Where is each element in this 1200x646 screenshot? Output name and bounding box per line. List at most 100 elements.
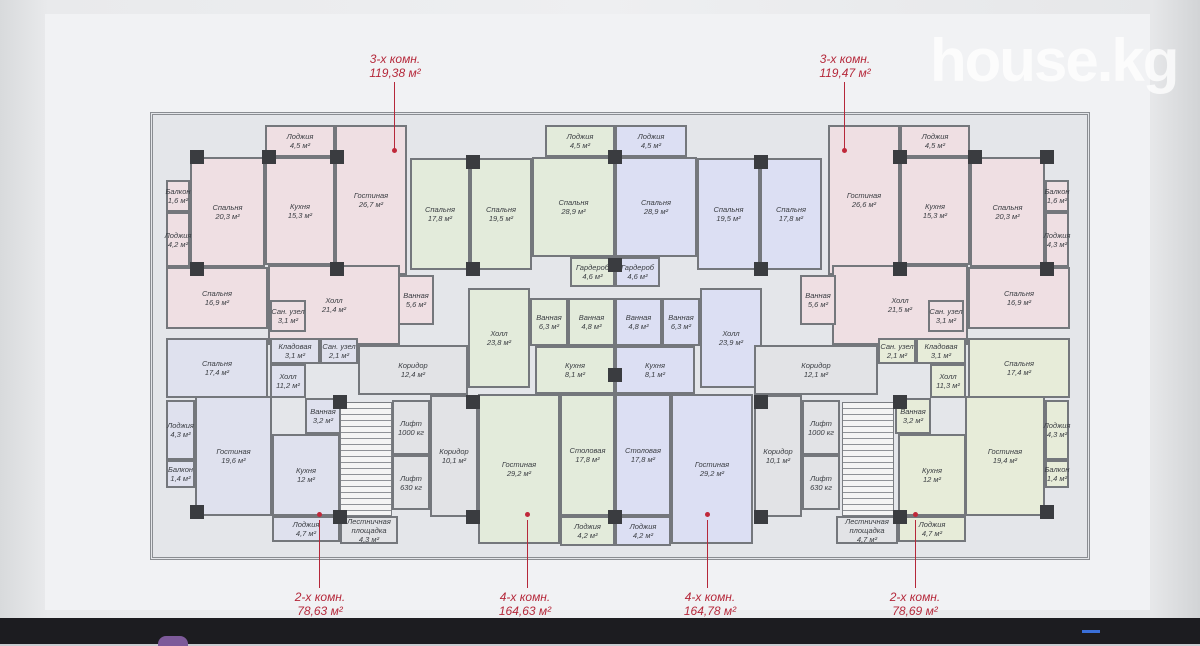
room-area: 3,2 м² (312, 416, 334, 425)
room-name: Холл (490, 329, 508, 338)
room-area: 1,6 м² (1046, 196, 1068, 205)
room-area: 4,7 м² (295, 529, 317, 538)
staircase (842, 402, 894, 516)
room-name: Сан. узел (929, 307, 963, 316)
room-name: Коридор (439, 447, 469, 456)
room-name: Спальня (558, 198, 589, 207)
apartment-caption-4room-left: 4-х комн. 164,63 м² (465, 590, 585, 618)
room-area: 3,2 м² (902, 416, 924, 425)
entry-marker (525, 512, 530, 517)
column (608, 150, 622, 164)
room-name: Лоджия (637, 132, 665, 141)
room-area: 15,3 м² (922, 211, 948, 220)
room-name: Кухня (922, 466, 942, 475)
room-area: 21,5 м² (887, 305, 913, 314)
column (330, 150, 344, 164)
caption-type: 3-х комн. (369, 52, 421, 66)
column (608, 368, 622, 382)
column (466, 262, 480, 276)
room-area: 3,1 м² (284, 351, 306, 360)
room-area: 4,5 м² (289, 141, 311, 150)
apartment-caption-3room-left: 3-х комн. 119,38 м² (335, 52, 455, 80)
room-name: Кладовая (278, 342, 312, 351)
room-name: Лифт (400, 473, 422, 483)
entry-marker (913, 512, 918, 517)
room-name: Спальня (641, 198, 671, 207)
room-area: 19,5 м² (716, 214, 741, 223)
room-name: Кладовая (924, 342, 958, 351)
room-name: Сан. узел (322, 342, 356, 351)
room-area: 10,1 м² (765, 456, 791, 465)
room-area: 4,8 м² (581, 322, 602, 331)
room-area: 26,7 м² (358, 200, 384, 209)
room-name: Спальня (202, 359, 232, 368)
room-area: 26,6 м² (851, 200, 877, 209)
caption-type: 2-х комн. (294, 590, 346, 604)
room-area: 4,7 м² (921, 529, 943, 538)
column (893, 150, 907, 164)
column (333, 395, 347, 409)
column (190, 150, 204, 164)
apartment-caption-2room-right: 2-х комн. 78,69 м² (855, 590, 975, 618)
leader-line (319, 520, 320, 588)
room-name: Балкон (167, 465, 194, 474)
room-name: Балкон (165, 187, 191, 196)
caption-area: 164,63 м² (498, 604, 552, 618)
caption-type: 4-х комн. (499, 590, 551, 604)
column (333, 510, 347, 524)
room-area: 4,3 м² (1046, 430, 1068, 439)
room-name: Гардероб (620, 263, 655, 272)
room-name: Лоджия (164, 230, 192, 240)
monitor-bezel (0, 618, 1200, 644)
room-name: Лоджия (167, 421, 194, 430)
room-area: 4,5 м² (569, 141, 591, 150)
room-name: Балкон (1044, 187, 1070, 196)
room-area: 4,3 м² (358, 534, 380, 544)
room-area: 4,3 м² (1046, 239, 1068, 249)
leader-line (844, 82, 845, 150)
caption-area: 119,47 м² (819, 66, 871, 80)
apartment-caption-3room-right: 3-х комн. 119,47 м² (785, 52, 905, 80)
room-name: Холл (279, 372, 297, 381)
room-name: Кухня (296, 466, 316, 475)
room-area: 29,2 м² (506, 469, 532, 478)
column (466, 155, 480, 169)
room-area: 4,6 м² (627, 272, 648, 281)
column (1040, 150, 1054, 164)
room-name: Столовая (625, 446, 661, 455)
column (754, 510, 768, 524)
column (190, 262, 204, 276)
room-area: 17,8 м² (575, 455, 600, 464)
room-name: Холл (325, 296, 343, 305)
room-area: 17,8 м² (778, 214, 804, 223)
room-name: Ванная (536, 313, 562, 322)
room-area: 16,9 м² (1006, 298, 1032, 307)
room-name: Гостиная (353, 191, 389, 200)
taskbar-indicator (1082, 630, 1100, 633)
column (1040, 505, 1054, 519)
room-name: Коридор (801, 361, 831, 370)
room-name: Лоджия (921, 132, 949, 141)
room-area: 2,1 м² (886, 351, 908, 360)
room-area: 5,6 м² (405, 300, 427, 309)
room-area: 2,1 м² (328, 351, 350, 360)
room-name: Ванная (805, 291, 831, 300)
